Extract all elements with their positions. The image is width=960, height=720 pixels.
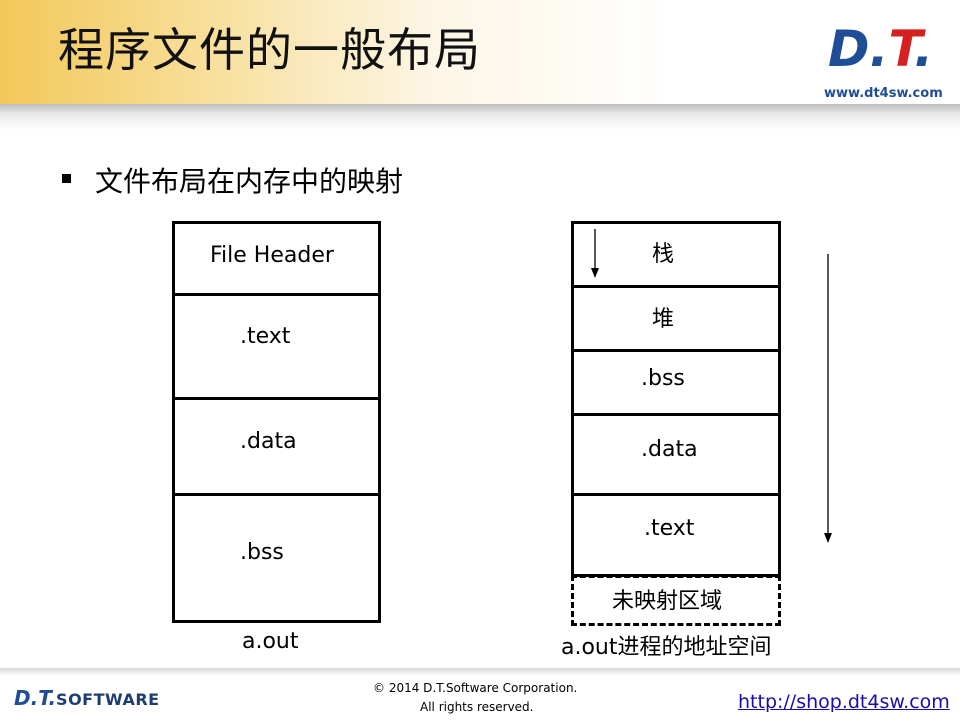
mem-bss-label: .bss <box>641 366 685 391</box>
file-section-data <box>172 400 381 496</box>
stack-growth-arrow-icon <box>591 229 599 278</box>
dt-logo: D.T. <box>828 20 934 78</box>
subtitle: 文件布局在内存中的映射 <box>95 165 404 198</box>
file-bss-label: .bss <box>240 540 284 565</box>
footer-logo-software: SOFTWARE <box>56 690 160 709</box>
file-caption: a.out <box>242 629 299 654</box>
slide-title: 程序文件的一般布局 <box>58 23 481 77</box>
logo-t: T <box>888 20 915 78</box>
file-layout-diagram <box>172 221 381 623</box>
shop-link[interactable]: http://shop.dt4sw.com <box>738 691 950 713</box>
logo-d: D <box>828 20 870 78</box>
unmapped-region <box>571 575 781 626</box>
file-text-label: .text <box>240 324 291 349</box>
mem-data-label: .data <box>641 437 698 462</box>
file-section-text <box>172 296 381 400</box>
file-section-header <box>172 221 381 296</box>
file-data-label: .data <box>240 429 297 454</box>
memory-caption: a.out进程的地址空间 <box>561 635 772 660</box>
file-section-bss <box>172 496 381 623</box>
footer-divider <box>0 668 960 676</box>
mem-heap-label: 堆 <box>652 307 675 332</box>
address-direction-arrow-icon <box>824 254 832 543</box>
header-shadow <box>0 104 960 130</box>
site-url: www.dt4sw.com <box>824 86 943 101</box>
bullet-icon <box>62 174 71 183</box>
mem-stack-label: 栈 <box>652 242 675 267</box>
file-header-label: File Header <box>210 243 334 268</box>
rights-text: All rights reserved. <box>420 700 534 714</box>
mem-section-heap <box>571 288 781 352</box>
mem-section-bss <box>571 352 781 416</box>
unmapped-label: 未映射区域 <box>612 589 723 614</box>
mem-section-stack <box>571 221 781 288</box>
mem-section-data <box>571 416 781 496</box>
footer-logo: D.T.SOFTWARE <box>14 686 160 710</box>
footer-logo-dt: D.T. <box>14 686 57 710</box>
mem-text-label: .text <box>644 516 695 541</box>
header-band <box>0 0 960 108</box>
copyright-text: © 2014 D.T.Software Corporation. <box>373 681 578 695</box>
